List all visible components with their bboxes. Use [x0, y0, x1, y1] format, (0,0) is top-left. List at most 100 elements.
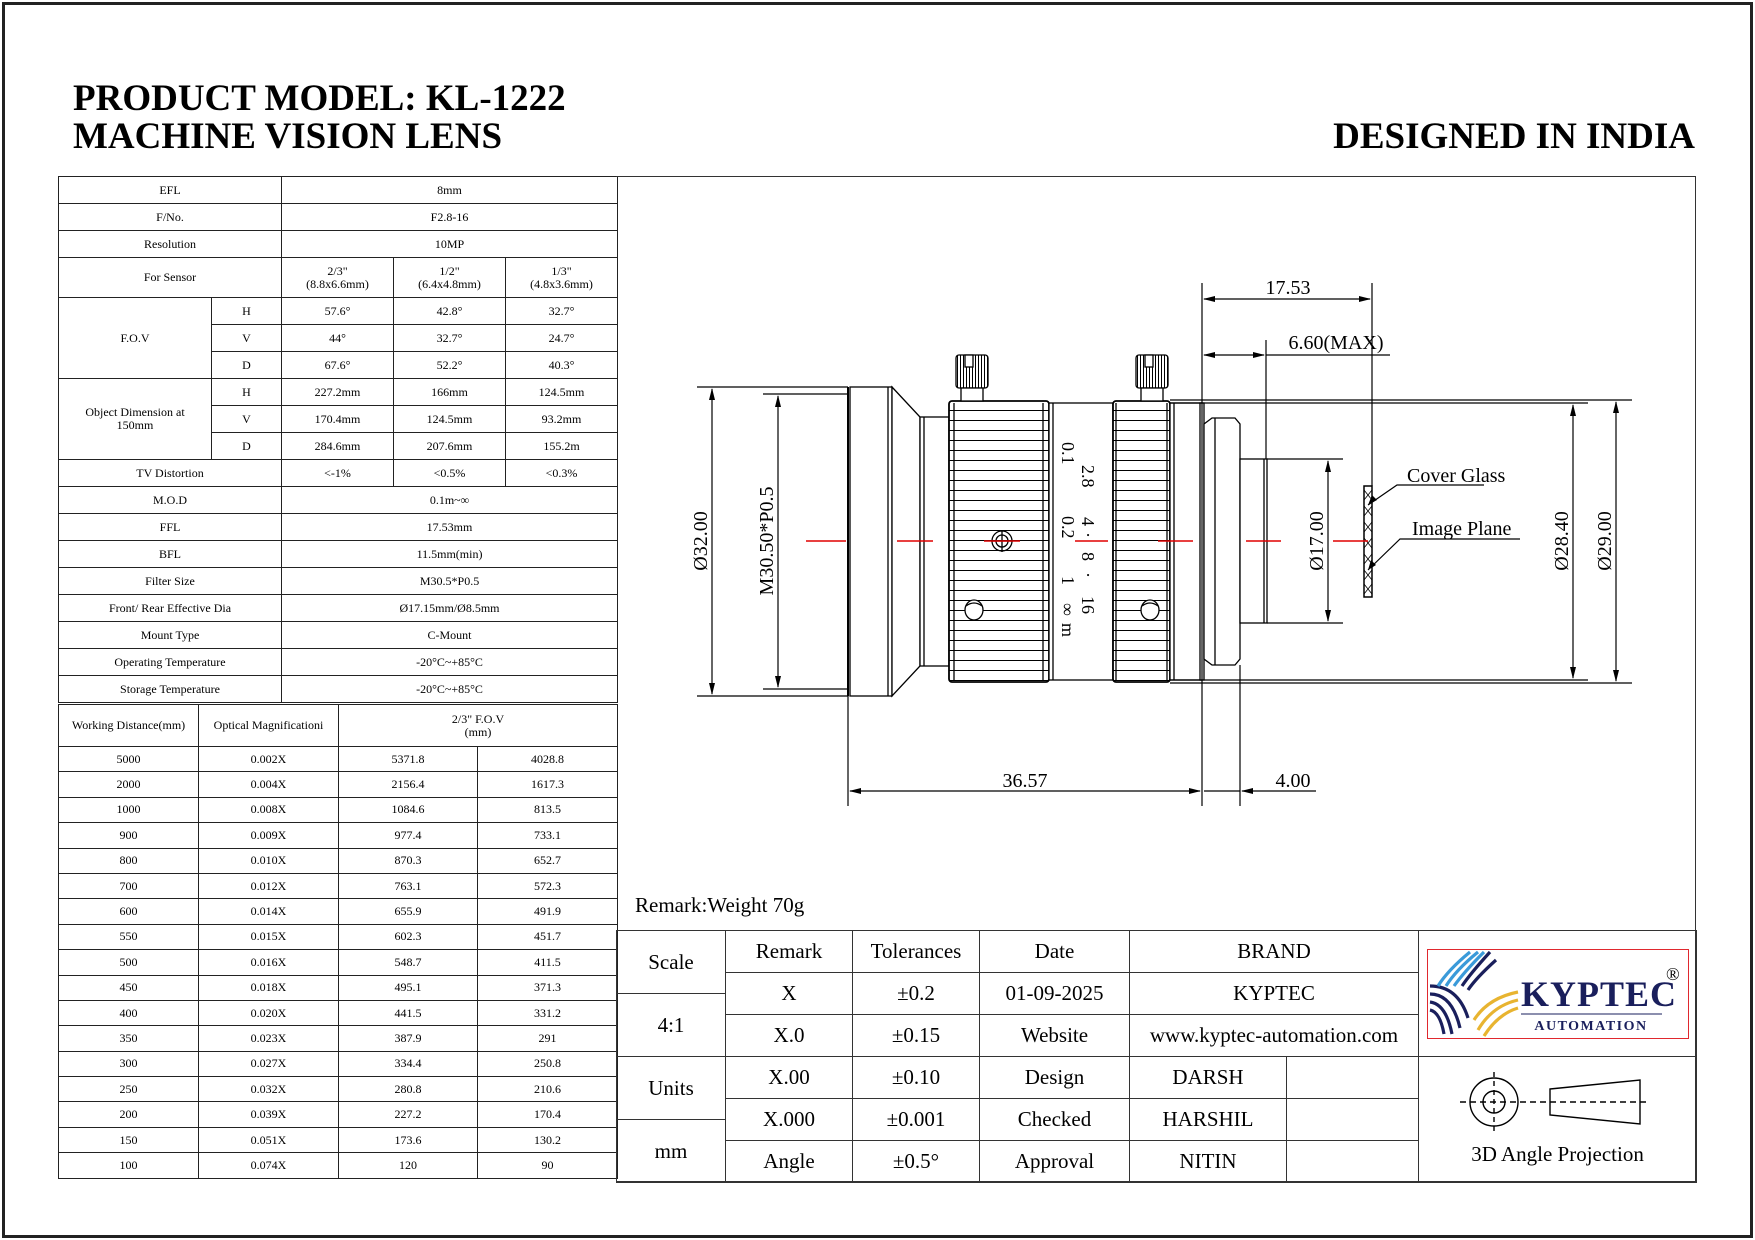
spec-label: Resolution: [58, 230, 282, 258]
wd-cell-mag: 0.009X: [198, 822, 339, 849]
dim-ffl: 17.53: [1266, 277, 1311, 299]
focus-mark: 0.1: [1058, 442, 1078, 465]
fov-header-line2: (mm): [464, 724, 492, 739]
dim-mount-dia-1: Ø28.40: [1551, 511, 1573, 570]
dim-length: 36.57: [1003, 770, 1048, 792]
wd-cell-v: 1617.3: [477, 771, 618, 798]
wd-cell-h: 763.1: [338, 872, 478, 900]
wd-cell-wd: 100: [58, 1152, 199, 1179]
wd-cell-wd: 900: [58, 822, 199, 849]
axis-label: D: [211, 351, 282, 379]
remark-header: Remark: [725, 930, 853, 973]
sensor-col: 2/3"(8.8x6.6mm): [281, 257, 394, 298]
scale-cell: Scale 4:1: [616, 930, 726, 1057]
spec-row-sensor: For Sensor 2/3"(8.8x6.6mm) 1/2"(6.4x4.8m…: [58, 257, 619, 298]
fov-value: 32.7°: [393, 324, 506, 352]
ring-scale-marks: 0.1 2.8 0.2 4 · 8 1 · 16 ∞ m: [1058, 442, 1098, 637]
wd-cell-h: 977.4: [338, 822, 478, 849]
wd-cell-v: 250.8: [477, 1050, 618, 1078]
logo-subtitle: AUTOMATION: [1534, 1019, 1647, 1034]
aperture-mark: 4: [1078, 517, 1098, 526]
spec-label: Mount Type: [58, 621, 282, 649]
wd-cell-mag: 0.016X: [198, 949, 339, 976]
focus-mark: 1: [1058, 576, 1078, 585]
wd-cell-h: 548.7: [338, 949, 478, 976]
spec-label: F.O.V: [58, 297, 212, 379]
sensor-dim: (6.4x4.8mm): [418, 276, 481, 291]
tol-remark: X.000: [725, 1098, 853, 1141]
wd-cell-h: 5371.8: [338, 745, 478, 773]
aperture-mark: 2.8: [1078, 465, 1098, 488]
focus-mark: 0.2: [1058, 516, 1078, 539]
distortion-value: <0.5%: [393, 459, 506, 487]
tol-remark: Angle: [725, 1140, 853, 1183]
dim-flange: 4.00: [1276, 770, 1311, 792]
sensor-size: 1/3": [551, 263, 572, 278]
product-model-title: PRODUCT MODEL: KL-1222: [73, 78, 566, 119]
tol-remark: X: [725, 972, 853, 1015]
aperture-mark: ·: [1078, 532, 1098, 538]
logo-cell: KYPTEC AUTOMATION ®: [1418, 930, 1698, 1057]
tolerances-header: Tolerances: [852, 930, 980, 973]
wd-cell-h: 655.9: [338, 898, 478, 925]
kyptec-logo-mark-icon: KYPTEC AUTOMATION ®: [1429, 950, 1679, 1037]
fov-header: 2/3" F.O.V(mm): [338, 704, 618, 747]
title-block-row: X ±0.2 01-09-2025 KYPTEC: [617, 972, 1697, 1015]
wd-cell-mag: 0.032X: [198, 1076, 339, 1103]
cover-glass-label: Cover Glass: [1407, 465, 1506, 487]
focus-mark: m: [1058, 623, 1078, 637]
website-label: Website: [979, 1014, 1130, 1057]
design-value: DARSH: [1129, 1056, 1287, 1099]
dim-mount-dia-2: Ø29.00: [1594, 511, 1616, 570]
spec-label: Operating Temperature: [58, 648, 282, 676]
tol-value: ±0.2: [852, 972, 980, 1015]
tol-value: ±0.10: [852, 1056, 980, 1099]
spec-value: M30.5*P0.5: [280, 567, 619, 595]
objdim-row-d: D 284.6mm 207.6mm 155.2m: [59, 432, 619, 460]
brand-value: KYPTEC: [1128, 972, 1420, 1015]
wd-cell-v: 90: [477, 1152, 618, 1179]
image-plane-label: Image Plane: [1412, 518, 1512, 540]
wd-cell-mag: 0.074X: [198, 1152, 339, 1179]
wd-cell-v: 210.6: [477, 1076, 618, 1103]
tol-value: ±0.5°: [852, 1140, 980, 1183]
dim-front-dia: Ø32.00: [690, 511, 712, 570]
sensor-dim: (4.8x3.6mm): [530, 276, 593, 291]
wd-cell-h: 602.3: [338, 923, 478, 951]
distortion-value: <0.3%: [504, 459, 619, 487]
axis-label: D: [211, 432, 282, 460]
wd-cell-wd: 1000: [58, 796, 199, 824]
spec-label: BFL: [58, 540, 282, 568]
design-signature: [1285, 1056, 1420, 1099]
fov-value: 40.3°: [504, 351, 619, 379]
spec-label: Storage Temperature: [58, 675, 282, 703]
spec-value: 17.53mm: [280, 513, 619, 541]
focus-mark: ∞: [1058, 603, 1078, 616]
website-value[interactable]: www.kyptec-automation.com: [1128, 1014, 1420, 1057]
spec-value: 8mm: [280, 176, 619, 204]
sensor-size: 1/2": [439, 263, 460, 278]
fov-row-h: F.O.V H 57.6° 42.8° 32.7°: [58, 297, 619, 379]
spec-label: Object Dimension at 150mm: [58, 378, 212, 460]
brand-header: BRAND: [1128, 930, 1420, 973]
wd-cell-mag: 0.014X: [198, 898, 339, 925]
approval-value: NITIN: [1129, 1140, 1287, 1183]
approval-label: Approval: [979, 1140, 1130, 1183]
third-angle-projection-icon: [1459, 1072, 1648, 1134]
fov-value: 32.7°: [504, 297, 619, 325]
title-block: Scale 4:1 Remark Tolerances Date BRAND: [616, 930, 1698, 1183]
spec-row-effective-dia: Front/ Rear Effective Dia Ø17.15mm/Ø8.5m…: [58, 594, 619, 622]
wd-cell-wd: 400: [58, 999, 199, 1027]
axis-label: H: [211, 378, 282, 406]
wd-cell-wd: 600: [58, 898, 199, 925]
design-label: Design: [979, 1056, 1130, 1099]
title-block-row: Units mm X.00 ±0.10 Design DARSH 3D Angl…: [616, 1056, 1698, 1183]
